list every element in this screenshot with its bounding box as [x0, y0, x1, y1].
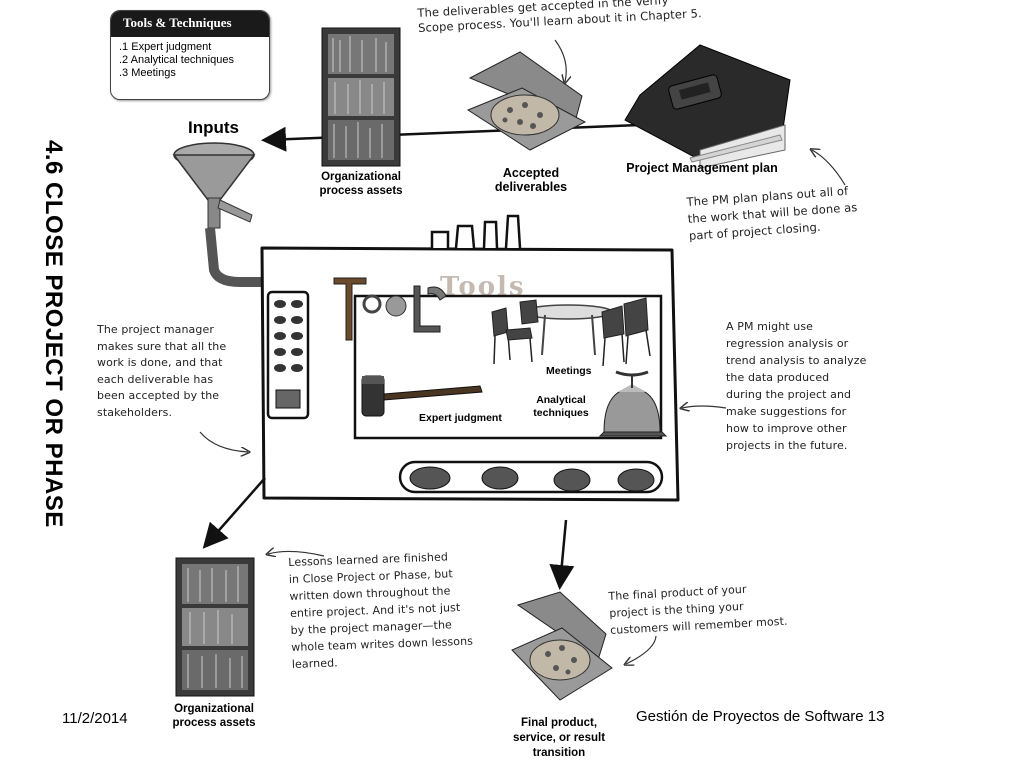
list-item: .1 Expert judgment	[119, 41, 212, 53]
expert-judgment-label: Expert judgment	[419, 412, 502, 424]
gavel-icon	[361, 375, 483, 417]
list-item: .2 Analytical techniques	[119, 54, 234, 66]
note-lessons-learned: Lessons learned are finished in Close Pr…	[288, 550, 474, 671]
inputs-label: Inputs	[188, 118, 239, 137]
tools-techniques-list: .1 Expert judgment .2 Analytical techniq…	[119, 41, 269, 80]
note-project-manager: The project manager makes sure that all …	[97, 323, 227, 419]
final-product-pizza-icon	[511, 591, 613, 701]
analytical-techniques-label: Analytical techniques	[533, 394, 589, 419]
pm-plan-label: Project Management plan	[626, 161, 778, 175]
meetings-label: Meetings	[546, 365, 592, 377]
final-product-label: Final product, service, or result transi…	[512, 717, 606, 759]
propeller-cap-icon	[598, 370, 668, 437]
accepted-deliverables-label: Accepted deliverables	[494, 166, 568, 194]
note-final-product: The final product of your project is the…	[608, 582, 788, 637]
tools-techniques-heading: Tools & Techniques	[111, 11, 269, 37]
process-machine	[260, 214, 680, 502]
bookshelf-output-icon	[175, 557, 255, 697]
list-item: .3 Meetings	[119, 67, 176, 79]
footer-date: 11/2/2014	[62, 710, 128, 727]
output-org-assets-label: Organizational process assets	[172, 703, 256, 729]
pizza-box-icon	[466, 51, 587, 151]
bookshelf-input-icon	[321, 27, 401, 167]
footer-course: Gestión de Proyectos de Software 13	[636, 708, 885, 725]
input-org-assets-label: Organizational process assets	[319, 171, 403, 197]
tools-techniques-box: Tools & Techniques .1 Expert judgment .2…	[110, 10, 270, 100]
chairs-icon	[491, 297, 651, 367]
tools-word: Tools	[440, 272, 526, 302]
tools-graphic-icon	[333, 277, 447, 341]
note-regression: A PM might use regression analysis or tr…	[726, 320, 867, 452]
briefcase-icon	[624, 44, 791, 169]
funnel-icon	[172, 142, 262, 287]
